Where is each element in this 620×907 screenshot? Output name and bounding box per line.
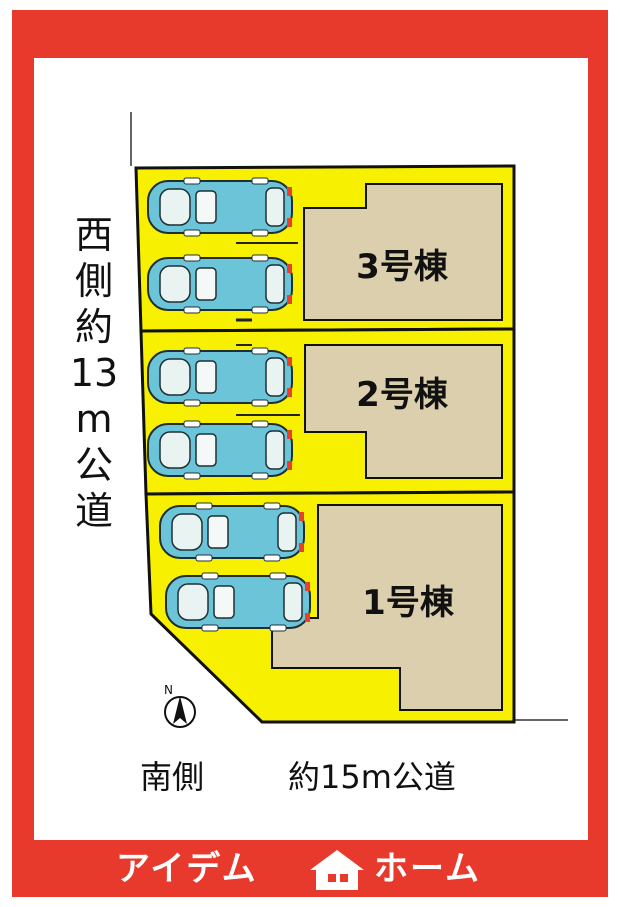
car-icon — [159, 502, 305, 562]
car-icon — [147, 347, 293, 407]
building-2 — [304, 344, 503, 479]
compass-letter: N — [164, 683, 173, 697]
compass-icon: N — [164, 683, 196, 728]
south-road-label: 約15m公道 — [288, 758, 456, 796]
car-icon — [165, 572, 311, 632]
west-road-label: 西側 約13m公道 — [69, 213, 119, 533]
south-side-label: 南側 — [140, 758, 205, 796]
house-logo-icon — [310, 850, 364, 890]
building-1-label: 1号棟 — [362, 583, 455, 623]
brand-name-left: アイデム — [116, 849, 258, 889]
car-icon — [147, 177, 293, 237]
car-icon — [147, 254, 293, 314]
brand-name-right: ホーム — [374, 849, 481, 889]
car-icon — [147, 420, 293, 480]
building-3 — [303, 183, 503, 321]
building-3-label: 3号棟 — [356, 247, 449, 287]
building-2-label: 2号棟 — [356, 375, 449, 415]
